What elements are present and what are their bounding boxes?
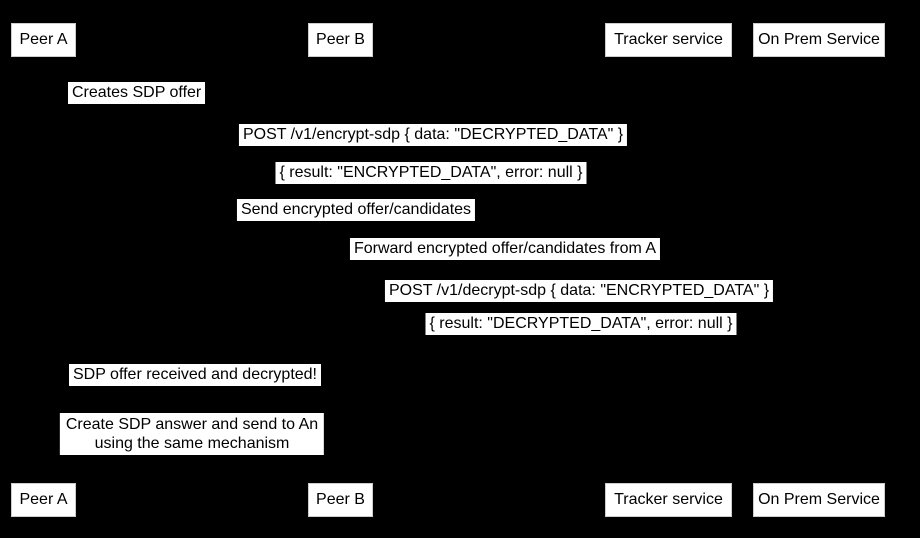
actor-top-tracker-service: Tracker service	[605, 23, 732, 57]
actor-bottom-peer-b: Peer B	[308, 483, 373, 517]
message-sdp-offer-received: SDP offer received and decrypted!	[69, 364, 321, 386]
note-create-sdp-answer-line-2: using the same mechanism	[94, 435, 290, 452]
actor-bottom-tracker-service: Tracker service	[605, 483, 732, 517]
note-create-sdp-answer-line-1: Create SDP answer and send to An	[65, 416, 319, 433]
actor-bottom-on-prem-service: On Prem Service	[753, 483, 885, 517]
note-create-sdp-answer: Create SDP answer and send to An using t…	[59, 413, 325, 455]
message-post-decrypt-sdp: POST /v1/decrypt-sdp { data: "ENCRYPTED_…	[384, 280, 774, 302]
actor-bottom-peer-a: Peer A	[11, 483, 76, 517]
message-post-encrypt-sdp: POST /v1/encrypt-sdp { data: "DECRYPTED_…	[238, 124, 628, 146]
message-result-decrypted-data: { result: "DECRYPTED_DATA", error: null …	[425, 313, 737, 335]
actor-top-peer-b: Peer B	[308, 23, 373, 57]
message-forward-encrypted-offer: Forward encrypted offer/candidates from …	[349, 238, 661, 260]
message-send-encrypted-offer: Send encrypted offer/candidates	[236, 199, 476, 221]
message-result-encrypted-data: { result: "ENCRYPTED_DATA", error: null …	[275, 162, 587, 184]
message-creates-sdp-offer: Creates SDP offer	[68, 82, 206, 104]
actor-top-on-prem-service: On Prem Service	[753, 23, 885, 57]
actor-top-peer-a: Peer A	[11, 23, 76, 57]
